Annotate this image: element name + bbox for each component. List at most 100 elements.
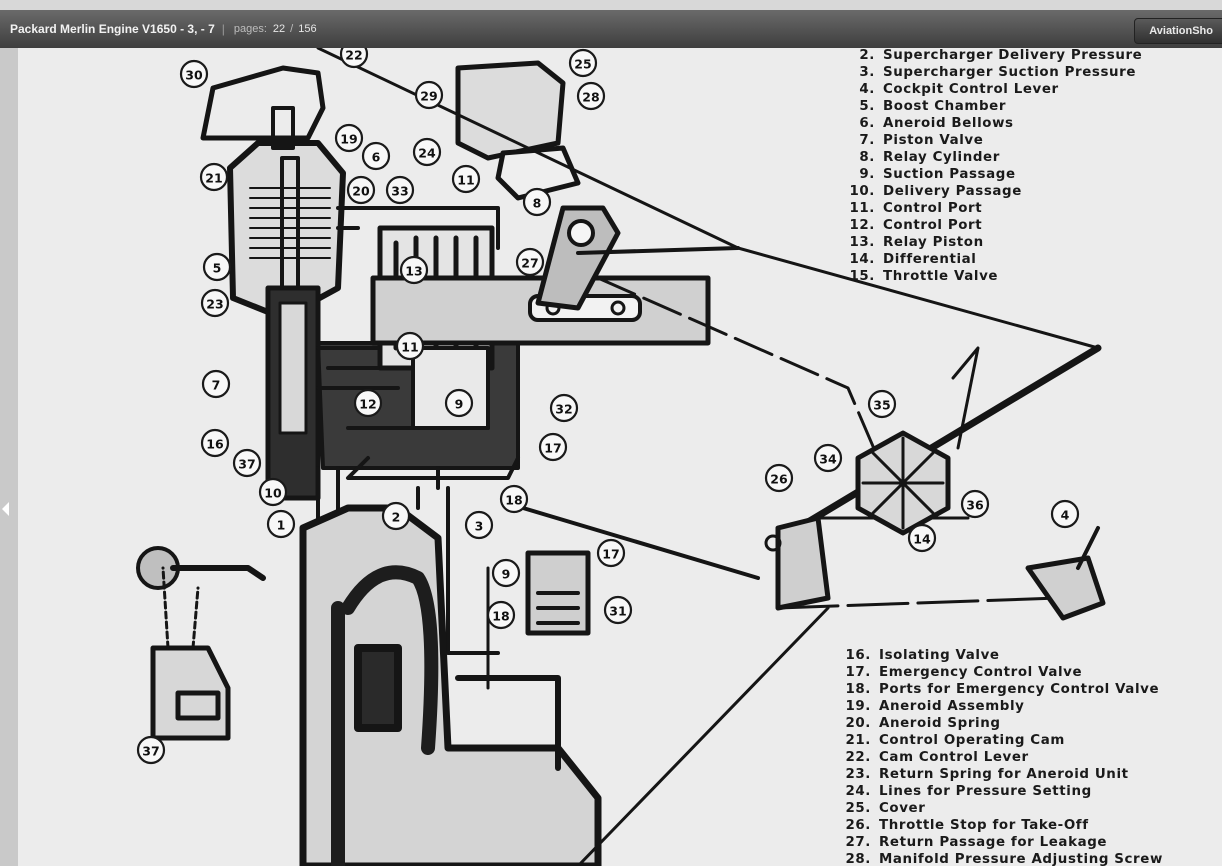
callout-marker: 14 xyxy=(907,523,937,553)
callout-number: 22 xyxy=(345,48,362,63)
legend-item: 8.Relay Cylinder xyxy=(848,149,1142,166)
callout-marker: 26 xyxy=(764,463,794,493)
callout-marker: 6 xyxy=(361,141,391,171)
callout-marker: 5 xyxy=(202,252,232,282)
legend-item: 2.Supercharger Delivery Pressure xyxy=(848,48,1142,64)
legend-item: 16. Isolating Valve xyxy=(844,647,1163,664)
legend-item-text: Throttle Valve xyxy=(883,269,999,284)
legend-item-text: Differential xyxy=(883,252,977,267)
callout-marker: 21 xyxy=(199,162,229,192)
callout-number: 13 xyxy=(405,264,422,279)
callout-marker: 9 xyxy=(444,388,474,418)
legend-item-text: Emergency Control Valve xyxy=(879,665,1083,680)
callout-marker: 30 xyxy=(179,59,209,89)
legend-item-text: Cockpit Control Lever xyxy=(883,82,1059,97)
legend-item-text: Cam Control Lever xyxy=(879,750,1029,765)
legend-item-text: Cover xyxy=(879,801,926,816)
callout-marker: 8 xyxy=(522,187,552,217)
legend-item: 17.Emergency Control Valve xyxy=(844,664,1163,681)
total-page-count: 156 xyxy=(298,23,317,35)
legend-item-number: 12. xyxy=(849,218,875,233)
callout-number: 17 xyxy=(602,547,619,562)
callout-marker: 27 xyxy=(515,247,545,277)
legend-item-number: 22. xyxy=(845,750,871,765)
page-separator: / xyxy=(290,23,294,35)
legend-item-text: Throttle Stop for Take-Off xyxy=(879,818,1089,833)
legend-item-number: 6. xyxy=(859,116,875,131)
callout-number: 11 xyxy=(401,340,418,355)
legend-item: 25.Cover xyxy=(844,800,1163,817)
callout-marker: 2 xyxy=(381,501,411,531)
legend-item: 28.Manifold Pressure Adjusting Screw xyxy=(844,851,1163,866)
left-gutter xyxy=(0,48,18,866)
legend-item: 3. Supercharger Suction Pressure xyxy=(848,64,1142,81)
legend-item-number: 20. xyxy=(845,716,871,731)
legend-item-number: 11. xyxy=(849,201,875,216)
legend-item-number: 13. xyxy=(849,235,875,250)
callout-number: 12 xyxy=(359,397,376,412)
legend-item: 19.Aneroid Assembly xyxy=(844,698,1163,715)
legend-item-number: 2. xyxy=(859,48,875,63)
callout-marker: 31 xyxy=(603,595,633,625)
callout-marker: 35 xyxy=(867,389,897,419)
legend-item-number: 26. xyxy=(845,818,871,833)
legend-item-number: 4. xyxy=(859,82,875,97)
legend-item-text: Return Passage for Leakage xyxy=(879,835,1108,850)
callout-number: 23 xyxy=(206,297,223,312)
callout-marker: 11 xyxy=(451,164,481,194)
current-page-number[interactable]: 22 xyxy=(272,23,286,35)
callout-marker: 9 xyxy=(491,558,521,588)
legend-item-number: 14. xyxy=(849,252,875,267)
legend-item-text: Supercharger Suction Pressure xyxy=(883,65,1137,80)
viewer-toolbar: Packard Merlin Engine V1650 - 3, - 7 | p… xyxy=(0,0,1222,48)
callout-number: 33 xyxy=(391,184,408,199)
callout-marker: 18 xyxy=(486,600,516,630)
legend-item-text: Piston Valve xyxy=(883,133,984,148)
legend-item-number: 16. xyxy=(845,648,871,663)
legend-item: 20.Aneroid Spring xyxy=(844,715,1163,732)
legend-item-number: 5. xyxy=(859,99,875,114)
callout-number: 4 xyxy=(1061,508,1070,523)
legend-item: 24.Lines for Pressure Setting xyxy=(844,783,1163,800)
legend-item-number: 15. xyxy=(849,269,875,284)
legend-item-number: 3. xyxy=(859,65,875,80)
callout-number: 9 xyxy=(502,567,511,582)
callout-marker: 3 xyxy=(464,510,494,540)
callout-marker: 36 xyxy=(960,489,990,519)
legend-item-text: Control Port xyxy=(883,201,983,216)
callout-marker: 34 xyxy=(813,443,843,473)
legend-item-number: 27. xyxy=(845,835,871,850)
callout-number: 36 xyxy=(966,498,984,513)
callout-number: 30 xyxy=(185,68,203,83)
legend-item: 9.Suction Passage xyxy=(848,166,1142,183)
legend-item: 5. Boost Chamber xyxy=(848,98,1142,115)
callout-number: 25 xyxy=(574,57,591,72)
callout-marker: 33 xyxy=(385,175,415,205)
callout-number: 5 xyxy=(213,261,222,276)
callout-number: 32 xyxy=(555,402,572,417)
callout-marker: 7 xyxy=(201,369,231,399)
legend-item-text: Control Port xyxy=(883,218,983,233)
diagram-line-art xyxy=(136,48,1106,866)
callout-marker: 1 xyxy=(266,509,296,539)
previous-page-arrow-icon[interactable] xyxy=(2,502,9,516)
legend-item: 26. Throttle Stop for Take-Off xyxy=(844,817,1163,834)
legend-item-number: 24. xyxy=(845,784,871,799)
legend-item: 23.Return Spring for Aneroid Unit xyxy=(844,766,1163,783)
callout-number: 31 xyxy=(609,604,626,619)
callout-number: 2 xyxy=(392,510,401,525)
legend-item: 7.Piston Valve xyxy=(848,132,1142,149)
legend-item-text: Boost Chamber xyxy=(883,99,1007,114)
callout-marker: 10 xyxy=(258,477,288,507)
callout-number: 17 xyxy=(544,441,561,456)
callout-number: 10 xyxy=(264,486,282,501)
callout-number: 26 xyxy=(770,472,788,487)
legend-item: 11. Control Port xyxy=(848,200,1142,217)
site-link-button[interactable]: AviationSho xyxy=(1134,18,1222,44)
legend-item: 12. Control Port xyxy=(848,217,1142,234)
legend-item-text: Isolating Valve xyxy=(879,648,1000,663)
callout-number: 27 xyxy=(521,256,538,271)
